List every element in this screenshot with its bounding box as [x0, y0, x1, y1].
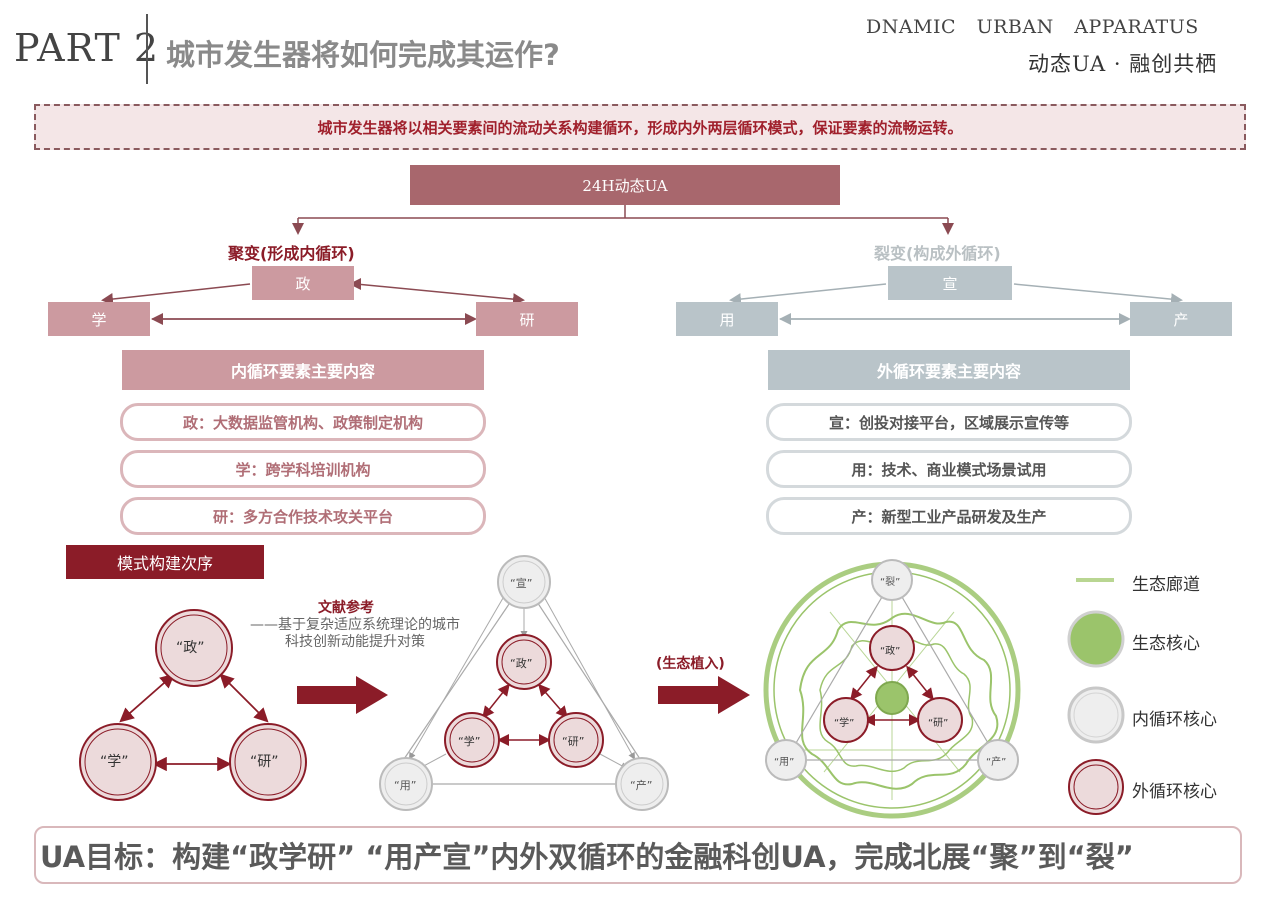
circle-label-xue: “学” — [100, 754, 129, 770]
circle-label-chan: “产” — [630, 779, 653, 792]
eco-label-zheng: “政” — [880, 646, 901, 657]
circle-label-zheng-2: “政” — [510, 657, 533, 670]
legend-label-eco-core: 生态核心 — [1132, 634, 1200, 654]
node-chan: 产 — [1130, 302, 1232, 336]
intro-banner: 城市发生器将以相关要素间的流动关系构建循环，形成内外两层循环模式，保证要素的流畅… — [34, 104, 1246, 150]
root-node: 24H动态UA — [410, 165, 840, 205]
big-arrow-2 — [658, 676, 750, 714]
circle-label-yan-2: “研” — [562, 735, 585, 748]
legend-icons — [1067, 578, 1125, 815]
eco-implant-label: (生态植入) — [656, 656, 725, 672]
reference-title: 文献参考 — [318, 600, 374, 616]
circle-label-yan: “研” — [250, 754, 279, 770]
circle-label-yong: “用” — [394, 779, 417, 792]
node-xue: 学 — [48, 302, 150, 336]
eco-label-xue: “学” — [834, 718, 855, 729]
header-divider — [146, 14, 148, 84]
node-yong: 用 — [676, 302, 778, 336]
inner-item: 政：大数据监管机构、政策制定机构 — [120, 403, 486, 441]
sequence-diagrams — [79, 555, 1125, 819]
inner-item: 研：多方合作技术攻关平台 — [120, 497, 486, 535]
circle-label-zheng: “政” — [176, 640, 205, 656]
green-circle-icon — [1067, 610, 1125, 668]
brand-chinese: 动态UA · 融创共栖 — [1028, 52, 1218, 76]
brand-english: DNAMIC URBAN APPARATUS — [866, 16, 1199, 38]
node-xuan: 宣 — [888, 266, 1012, 300]
eco-label-yan: “研” — [928, 718, 949, 729]
inner-item: 学：跨学科培训机构 — [120, 450, 486, 488]
reference-text: ——基于复杂适应系统理论的城市科技创新动能提升对策 — [250, 617, 460, 650]
legend-label-outer-core: 外循环核心 — [1132, 782, 1217, 802]
nested-triangle-diagram — [379, 555, 669, 811]
legend-label-corridor: 生态廊道 — [1132, 575, 1200, 595]
eco-label-yong: “用” — [774, 757, 795, 768]
node-zheng: 政 — [252, 266, 354, 300]
legend-label-inner-core: 内循环核心 — [1132, 710, 1217, 730]
ua-target-banner: UA目标：构建“政学研” “用产宣”内外双循环的金融科创UA，完成北展“聚”到“… — [34, 826, 1242, 884]
outer-item: 用：技术、商业模式场景试用 — [766, 450, 1132, 488]
eco-label-chan: “产” — [986, 757, 1007, 768]
outer-content-title: 外循环要素主要内容 — [768, 350, 1130, 390]
part-label: PART 2 — [14, 26, 160, 70]
sequence-label: 模式构建次序 — [66, 545, 264, 579]
outer-item: 产：新型工业产品研发及生产 — [766, 497, 1132, 535]
circle-label-xue-2: “学” — [458, 735, 481, 748]
inner-cycle-title: 聚变(形成内循环) — [228, 244, 355, 263]
node-yan: 研 — [476, 302, 578, 336]
inner-triangle-diagram — [79, 609, 307, 801]
outer-item: 宣：创投对接平台，区域展示宣传等 — [766, 403, 1132, 441]
grey-circle-icon — [1067, 686, 1125, 744]
page-title: 城市发生器将如何完成其运作? — [166, 38, 560, 72]
pink-circle-icon — [1068, 759, 1124, 815]
inner-content-title: 内循环要素主要内容 — [122, 350, 484, 390]
outer-cycle-title: 裂变(构成外循环) — [874, 244, 1001, 263]
eco-label-lie: “裂” — [880, 577, 901, 588]
circle-label-xuan: “宣” — [510, 577, 533, 590]
eco-diagram — [763, 559, 1021, 819]
big-arrow-1 — [297, 676, 388, 714]
